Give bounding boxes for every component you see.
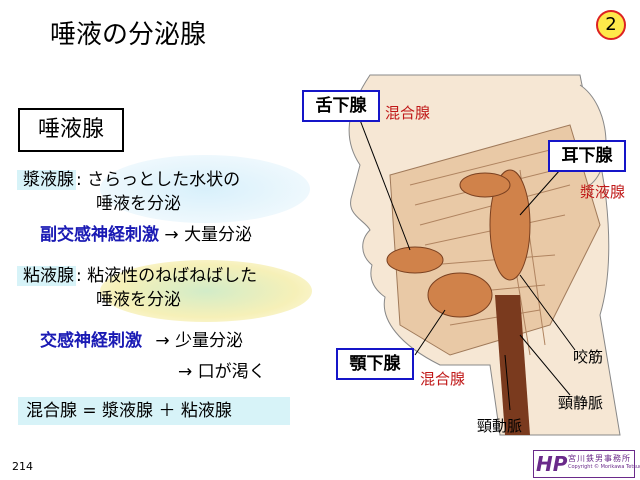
publisher-logo: HP 宮川鉄男事務所 Copyright © Morikawa Tetsuo: [533, 450, 640, 478]
parotid-gland-label: 耳下腺: [548, 140, 626, 172]
arrow: →: [164, 225, 179, 245]
page-number: 214: [12, 460, 33, 473]
serous-result: 大量分泌: [184, 225, 253, 245]
sympathetic-stim: 交感神経刺激: [40, 331, 142, 351]
serous-desc: さらっとした水状の: [87, 170, 241, 190]
carotid-artery-label: 頸動脈: [477, 417, 523, 435]
logo-copyright: Copyright © Morikawa Tetsuo: [568, 464, 640, 470]
parotid-gland-type: 漿液腺: [580, 183, 626, 201]
jugular-vein-label: 頸静脈: [558, 394, 604, 412]
mucous-result: 少量分泌: [175, 331, 244, 351]
slide-number-badge: 2: [596, 10, 626, 40]
logo-initials: HP: [536, 452, 568, 476]
serous-highlight: [100, 155, 310, 223]
sublingual-gland-label: 舌下腺: [302, 90, 380, 122]
sublingual-gland-type: 混合腺: [385, 104, 431, 122]
mixed-gland-formula: 混合腺 = 漿液腺 ＋ 粘液腺: [18, 397, 290, 425]
serous-desc-2: 唾液を分泌: [96, 194, 181, 214]
saliva-gland-heading: 唾液腺: [18, 108, 124, 152]
mucous-desc-2: 唾液を分泌: [96, 290, 181, 310]
serous-term: 漿液腺: [17, 170, 76, 190]
submandibular-gland-label: 顎下腺: [336, 348, 414, 380]
mucous-highlight: [100, 260, 312, 322]
parasympathetic-stim: 副交感神経刺激: [40, 225, 159, 245]
mucous-term: 粘液腺: [17, 266, 76, 286]
logo-name: 宮川鉄男事務所: [568, 454, 631, 463]
arrow: →: [155, 331, 170, 351]
masseter-label: 咬筋: [573, 348, 604, 366]
head-anatomy-illustration: [348, 74, 621, 436]
dry-mouth: 口が渇く: [197, 362, 266, 382]
submandibular-gland-type: 混合腺: [420, 370, 466, 388]
mucous-desc: 粘液性のねばねばした: [87, 266, 258, 286]
page-title: 唾液の分泌腺: [50, 20, 207, 50]
separator: :: [76, 266, 82, 286]
separator: :: [76, 170, 82, 190]
arrow: →: [178, 362, 193, 382]
